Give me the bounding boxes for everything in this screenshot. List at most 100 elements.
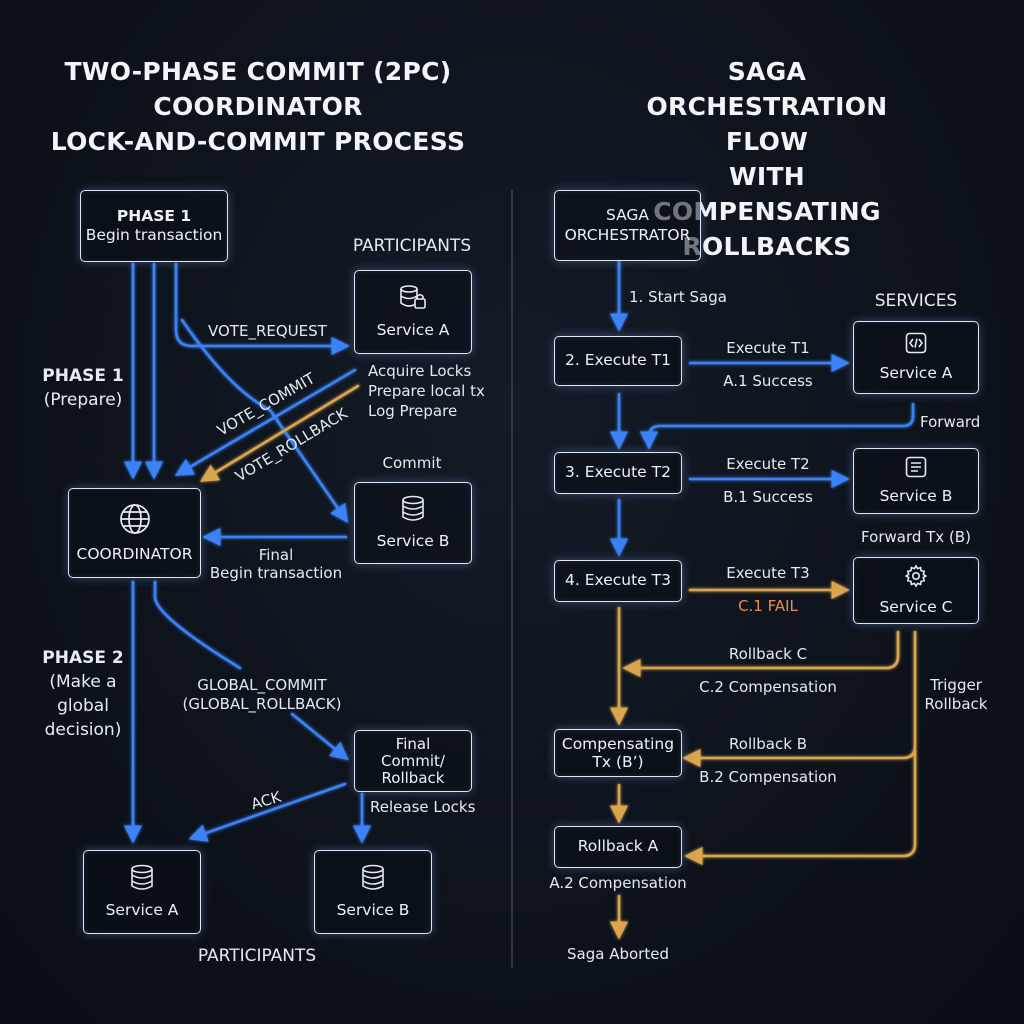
trigger-line-1: Trigger [930,676,982,694]
acquire-locks-text: Acquire Locks Prepare local tx Log Prepa… [368,361,485,421]
arrow-t3-label: Execute T3 [726,564,810,582]
left-title-line-1: TWO-PHASE COMMIT (2PC) [64,57,452,86]
service-a-right-label: Service A [879,363,953,382]
service-a-bottom-label: Service A [105,901,179,919]
b1-success-label: B.1 Success [723,488,813,506]
database-icon [360,864,386,897]
service-c-right-box[interactable]: Service C [853,557,979,624]
service-a-bottom-box[interactable]: Service A [83,850,201,934]
arrow-forward [639,402,915,450]
compensating-line-1: Compensating [561,735,675,753]
service-a-top-box[interactable]: Service A [354,270,472,354]
compensating-tx-box[interactable]: Compensating Tx (B’) [554,729,682,777]
release-locks-label: Release Locks [370,798,476,816]
gear-icon [904,564,928,593]
trigger-rollback-text: Trigger Rollback [925,676,988,714]
phase2-side-line-2: global [57,696,109,716]
trigger-line-2: Rollback [924,695,988,713]
globe-icon [118,502,152,541]
left-title: TWO-PHASE COMMIT (2PC) COORDINATOR LOCK-… [51,54,466,159]
final-begin-line-1: Final [258,546,294,564]
saga-aborted-label: Saga Aborted [567,945,669,963]
a1-success-label: A.1 Success [723,372,813,390]
service-b-right-box[interactable]: Service B [853,448,979,514]
c2-compensation-label: C.2 Compensation [699,678,837,696]
execute-t2-box[interactable]: 3. Execute T2 [554,452,682,494]
commit-label: Commit [382,454,442,472]
database-icon [129,864,155,897]
phase1-side-label: PHASE 1 (Prepare) [42,364,123,412]
right-title: SAGA ORCHESTRATION FLOW WITH COMPENSATIN… [639,54,896,264]
arrow-t2-label: Execute T2 [726,455,810,473]
right-title-line-3: ROLLBACKS [682,232,852,261]
phase2-side-title: PHASE 2 [42,648,124,668]
final-commit-box[interactable]: Final Commit/ Rollback [354,730,472,792]
service-b-bottom-label: Service B [336,901,410,919]
c1-fail-label: C.1 FAIL [738,597,798,615]
service-b-top-box[interactable]: Service B [354,482,472,564]
rollback-b-label: Rollback B [729,735,807,753]
execute-t3-label: 4. Execute T3 [565,571,671,590]
service-a-right-box[interactable]: Service A [853,321,979,394]
arrow-vote-commit [174,368,357,476]
left-title-line-3: LOCK-AND-COMMIT PROCESS [50,127,466,156]
orchestrator-line-2: ORCHESTRATOR [564,225,691,244]
rollback-a-label: Rollback A [577,837,659,856]
global-commit-text: GLOBAL_COMMIT (GLOBAL_ROLLBACK) [183,676,342,714]
acquire-line-3: Log Prepare [368,402,458,420]
execute-t3-box[interactable]: 4. Execute T3 [554,560,682,602]
coordinator-label: COORDINATOR [76,545,193,563]
service-b-right-label: Service B [879,487,953,505]
participants-top-label: PARTICIPANTS [352,236,472,256]
rollback-c-label: Rollback C [728,645,808,663]
right-title-line-1: SAGA ORCHESTRATION FLOW [646,57,888,156]
final-begin-text: Final Begin transaction [210,546,342,582]
phase2-side-label: PHASE 2 (Make a global decision) [42,646,123,742]
saga-orchestrator-box[interactable]: SAGA ORCHESTRATOR [554,190,701,261]
forward-label: Forward [920,413,981,431]
phase2-side-line-3: decision) [44,720,122,740]
coordinator-box[interactable]: COORDINATOR [68,488,201,578]
execute-t1-label: 2. Execute T1 [565,351,671,370]
a2-compensation-label: A.2 Compensation [549,874,687,892]
database-lock-icon [398,284,428,317]
acquire-line-1: Acquire Locks [368,362,472,380]
participants-bottom-label: PARTICIPANTS [197,946,317,966]
final-box-line-2: Commit/ [381,751,445,770]
execute-t1-box[interactable]: 2. Execute T1 [554,336,682,386]
left-title-line-2: COORDINATOR [153,92,363,121]
phase1-box[interactable]: PHASE 1 Begin transaction [80,190,228,262]
phase1-side-sub: (Prepare) [43,390,123,410]
execute-t2-label: 3. Execute T2 [565,463,671,482]
acquire-line-2: Prepare local tx [368,382,485,400]
document-icon [905,456,927,483]
b2-compensation-label: B.2 Compensation [699,768,837,786]
start-saga-label: 1. Start Saga [629,288,727,306]
service-b-bottom-box[interactable]: Service B [314,850,432,934]
orchestrator-line-1: SAGA [605,206,650,225]
service-c-right-label: Service C [879,597,953,616]
arrow-trigger-rollback-a [684,748,917,866]
arrow-commit-service-b [180,318,349,523]
phase1-side-title: PHASE 1 [42,366,124,386]
services-label: SERVICES [874,291,958,311]
phase1-box-title: PHASE 1 [116,206,192,225]
arrow-global-commit-2 [290,712,349,761]
arrow-vote-rollback [199,384,360,482]
global-commit-line-1: GLOBAL_COMMIT [197,676,327,694]
arrow-t1-label: Execute T1 [726,339,810,357]
service-a-top-label: Service A [376,321,450,339]
arrow-global-commit [153,580,242,670]
arrow-rollback-b [682,630,917,768]
global-commit-line-2: (GLOBAL_ROLLBACK) [182,695,342,713]
arrow-rollback-c [622,630,900,678]
compensating-line-2: Tx (B’) [592,753,644,771]
rollback-a-box[interactable]: Rollback A [554,826,682,868]
database-icon [400,495,426,528]
arrow-ack [188,782,347,842]
phase1-box-subtitle: Begin transaction [85,226,223,244]
phase2-side-line-1: (Make a [49,672,117,692]
vote-request-label: VOTE_REQUEST [208,322,327,340]
final-box-line-3: Rollback [381,768,445,787]
